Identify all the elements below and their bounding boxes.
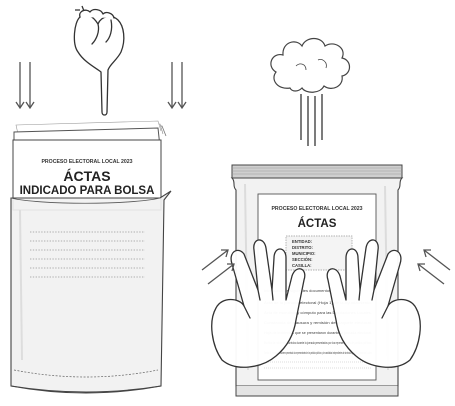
air-flow-lines	[301, 94, 322, 146]
field-casilla: CASILLA:	[292, 263, 312, 268]
field-entidad: ENTIDAD:	[292, 239, 312, 244]
right-packet-title: ÁCTAS	[298, 217, 337, 230]
right-packet-header: PROCESO ELECTORAL LOCAL 2023	[271, 206, 362, 212]
left-packet-header: PROCESO ELECTORAL LOCAL 2023	[41, 159, 132, 165]
left-bag	[11, 191, 171, 393]
field-municipio: MUNICIPIO:	[292, 251, 316, 256]
left-packet-title: ÁCTAS	[63, 168, 110, 184]
packet-fields-box: ENTIDAD: DISTRITO: MUNICIPIO: SECCIÓN: C…	[286, 236, 352, 270]
pointing-hand-icon	[74, 10, 123, 115]
field-distrito: DISTRITO:	[292, 245, 313, 250]
field-seccion: SECCIÓN:	[292, 257, 312, 262]
left-packet-subtitle: INDICADO PARA BOLSA	[20, 185, 155, 197]
air-puff-icon	[271, 39, 350, 93]
